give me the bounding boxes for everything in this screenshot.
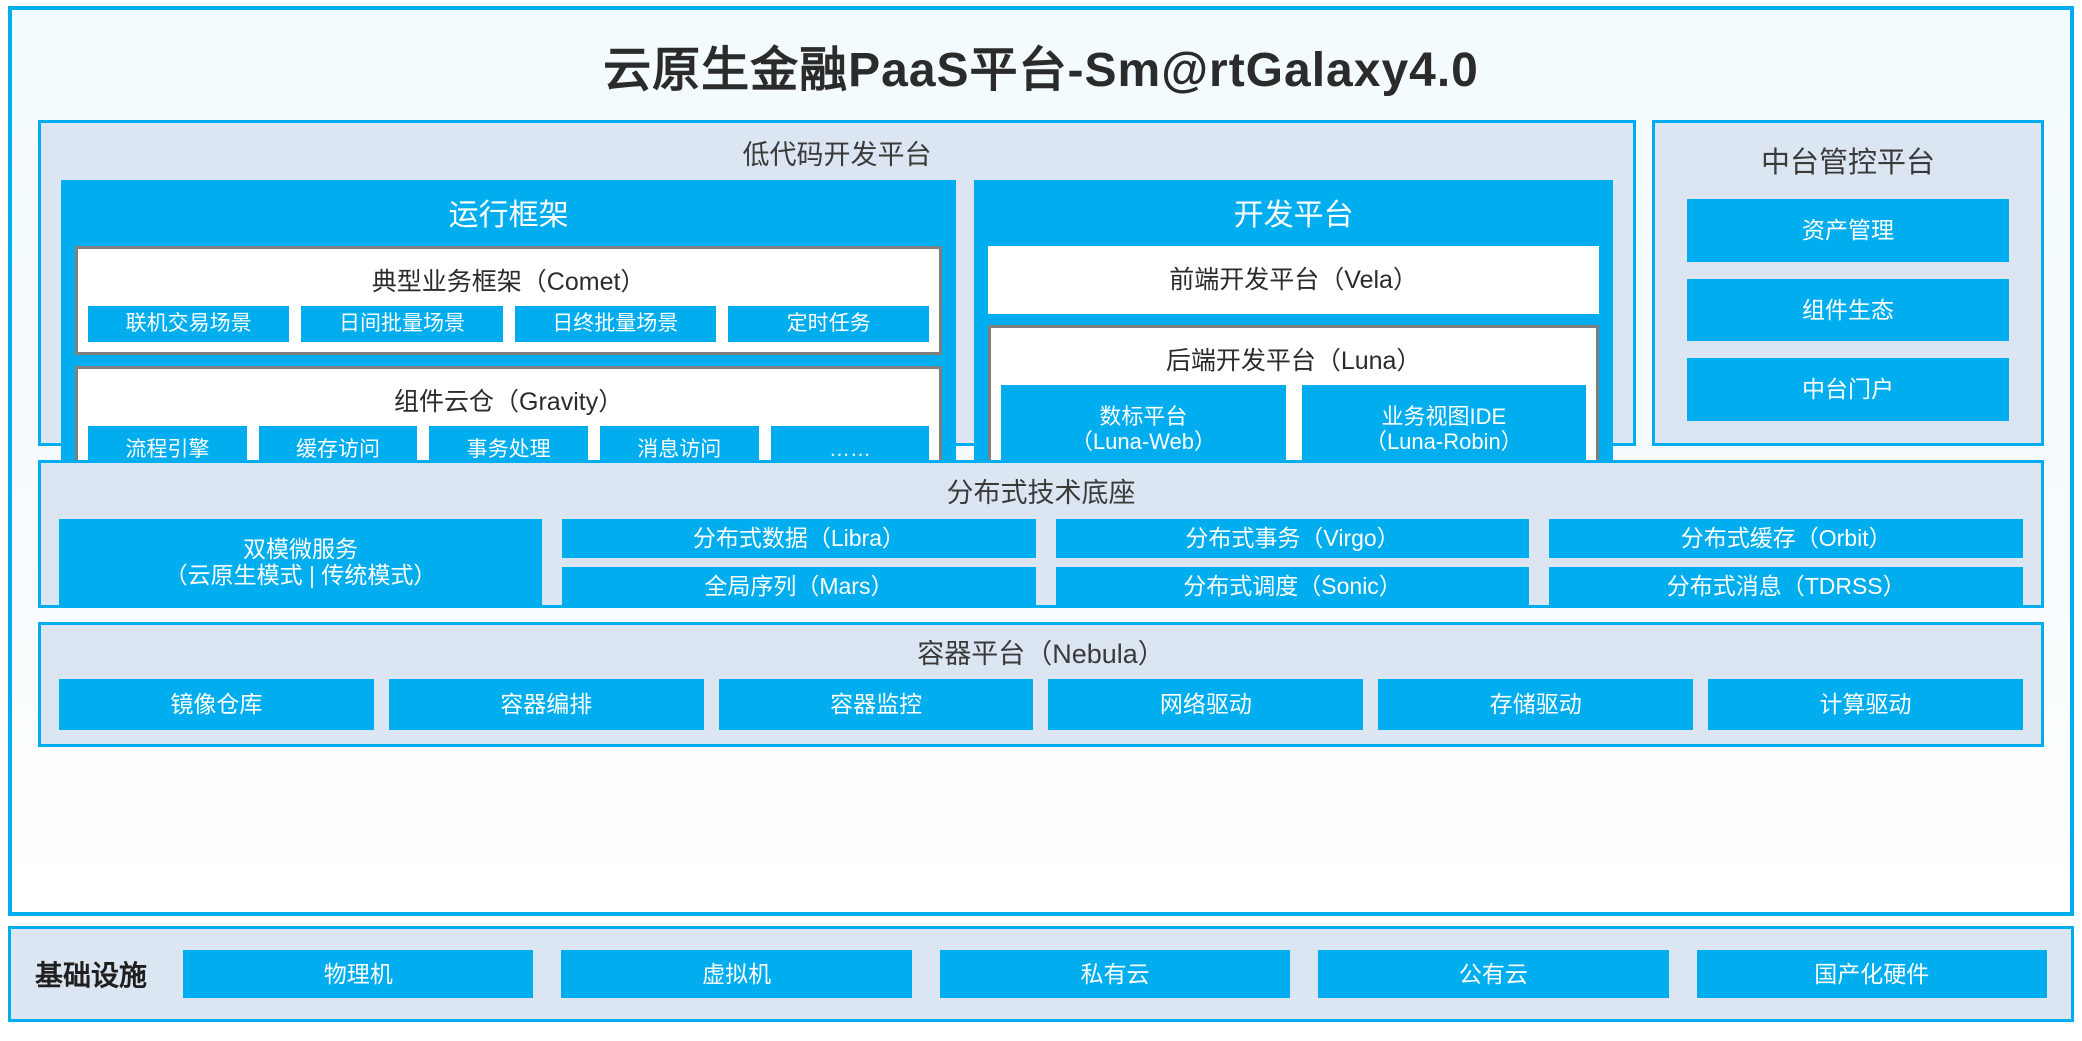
page-title: 云原生金融PaaS平台-Sm@rtGalaxy4.0 xyxy=(603,44,1479,97)
container-item-compute-driver[interactable]: 计算驱动 xyxy=(1708,679,2023,730)
comet-card: 典型业务框架（Comet） 联机交易场景 日间批量场景 日终批量场景 定时任务 xyxy=(75,246,943,356)
infrastructure-label: 基础设施 xyxy=(35,960,148,991)
vela-card[interactable]: 前端开发平台（Vela） xyxy=(988,246,1599,314)
dual-mode-microservice-item[interactable]: 双模微服务 （云原生模式 | 传统模式） xyxy=(59,519,543,606)
console-item-portal[interactable]: 中台门户 xyxy=(1687,358,2009,422)
comet-item[interactable]: 联机交易场景 xyxy=(88,306,290,343)
container-item-registry[interactable]: 镜像仓库 xyxy=(59,679,374,730)
development-platform-title: 开发平台 xyxy=(1233,199,1354,232)
comet-title: 典型业务框架（Comet） xyxy=(371,268,646,296)
infrastructure-item-virtual[interactable]: 虚拟机 xyxy=(561,950,912,998)
container-item-network-driver[interactable]: 网络驱动 xyxy=(1048,679,1364,730)
console-item-component[interactable]: 组件生态 xyxy=(1687,278,2009,342)
comet-items: 联机交易场景 日间批量场景 日终批量场景 定时任务 xyxy=(88,306,930,343)
comet-item[interactable]: 日间批量场景 xyxy=(301,306,503,343)
dual-mode-microservice-wrapper: 双模微服务 （云原生模式 | 传统模式） xyxy=(59,519,543,606)
comet-item[interactable]: 日终批量场景 xyxy=(514,306,716,343)
gravity-title: 组件云仓（Gravity） xyxy=(394,388,624,417)
platform-frame: 云原生金融PaaS平台-Sm@rtGalaxy4.0 低代码开发平台 运行框架 … xyxy=(8,6,2074,916)
infrastructure-section: 基础设施 物理机 虚拟机 私有云 公有云 国产化硬件 xyxy=(8,926,2074,1022)
luna-robin-line1: 业务视图IDE xyxy=(1381,403,1507,429)
luna-web-line2: （Luna-Web） xyxy=(1070,429,1216,455)
infrastructure-items: 物理机 虚拟机 私有云 公有云 国产化硬件 xyxy=(183,950,2047,998)
luna-web-item[interactable]: 数标平台 （Luna-Web） xyxy=(1001,385,1286,474)
luna-robin-item[interactable]: 业务视图IDE （Luna-Robin） xyxy=(1301,385,1586,474)
container-item-storage-driver[interactable]: 存储驱动 xyxy=(1378,679,1694,730)
distributed-base-title: 分布式技术底座 xyxy=(946,478,1136,508)
luna-items: 数标平台 （Luna-Web） 业务视图IDE （Luna-Robin） xyxy=(1001,385,1586,474)
distributed-item-virgo[interactable]: 分布式事务（Virgo） xyxy=(1055,519,1530,558)
comet-item[interactable]: 定时任务 xyxy=(727,306,930,343)
container-item-monitoring[interactable]: 容器监控 xyxy=(718,679,1034,730)
distributed-base-body: 双模微服务 （云原生模式 | 传统模式） 分布式数据（Libra） 全局序列（M… xyxy=(59,519,2023,606)
distributed-base-section: 分布式技术底座 双模微服务 （云原生模式 | 传统模式） 分布式数据（Libra… xyxy=(38,460,2044,608)
console-items: 资产管理 组件生态 中台门户 xyxy=(1687,199,2009,422)
vela-title: 前端开发平台（Vela） xyxy=(1169,266,1418,294)
console-platform-section: 中台管控平台 资产管理 组件生态 中台门户 xyxy=(1652,120,2044,446)
infrastructure-item-public-cloud[interactable]: 公有云 xyxy=(1318,950,1669,998)
luna-web-line1: 数标平台 xyxy=(1099,403,1188,429)
distributed-item-orbit[interactable]: 分布式缓存（Orbit） xyxy=(1549,519,2023,558)
distributed-item-libra[interactable]: 分布式数据（Libra） xyxy=(562,519,1036,558)
distributed-item-sonic[interactable]: 分布式调度（Sonic） xyxy=(1055,566,1530,606)
distributed-column-2: 分布式事务（Virgo） 分布式调度（Sonic） xyxy=(1055,519,1530,606)
dual-mode-line2: （云原生模式 | 传统模式） xyxy=(164,562,437,589)
container-item-orchestration[interactable]: 容器编排 xyxy=(388,679,704,730)
runtime-framework-block: 运行框架 典型业务框架（Comet） 联机交易场景 日间批量场景 日终批量场景 … xyxy=(61,180,957,501)
infrastructure-item-domestic-hardware[interactable]: 国产化硬件 xyxy=(1696,950,2047,998)
upper-row: 低代码开发平台 运行框架 典型业务框架（Comet） 联机交易场景 日间批量场景… xyxy=(38,120,2044,501)
console-platform-title: 中台管控平台 xyxy=(1760,147,1935,179)
distributed-item-mars[interactable]: 全局序列（Mars） xyxy=(562,566,1036,606)
container-platform-items: 镜像仓库 容器编排 容器监控 网络驱动 存储驱动 计算驱动 xyxy=(59,679,2023,730)
distributed-item-tdrss[interactable]: 分布式消息（TDRSS） xyxy=(1549,566,2023,606)
console-item-asset[interactable]: 资产管理 xyxy=(1687,199,2009,262)
dual-mode-line1: 双模微服务 xyxy=(243,535,359,562)
container-platform-section: 容器平台（Nebula） 镜像仓库 容器编排 容器监控 网络驱动 存储驱动 计算… xyxy=(38,622,2044,747)
lowcode-platform-title: 低代码开发平台 xyxy=(742,140,932,170)
lowcode-platform-body: 运行框架 典型业务框架（Comet） 联机交易场景 日间批量场景 日终批量场景 … xyxy=(41,180,1633,501)
infrastructure-item-physical[interactable]: 物理机 xyxy=(183,950,534,998)
distributed-column-3: 分布式缓存（Orbit） 分布式消息（TDRSS） xyxy=(1549,519,2023,606)
luna-title: 后端开发平台（Luna） xyxy=(1165,347,1422,375)
luna-card: 后端开发平台（Luna） 数标平台 （Luna-Web） 业务视图IDE （Lu… xyxy=(988,325,1599,487)
container-platform-title: 容器平台（Nebula） xyxy=(917,639,1165,669)
runtime-framework-title: 运行框架 xyxy=(448,199,569,232)
luna-robin-line2: （Luna-Robin） xyxy=(1364,429,1523,455)
lowcode-platform-section: 低代码开发平台 运行框架 典型业务框架（Comet） 联机交易场景 日间批量场景… xyxy=(38,120,1636,501)
infrastructure-item-private-cloud[interactable]: 私有云 xyxy=(939,950,1291,998)
development-platform-block: 开发平台 前端开发平台（Vela） 后端开发平台（Luna） 数标平台 （Lun… xyxy=(974,180,1613,501)
distributed-column-1: 分布式数据（Libra） 全局序列（Mars） xyxy=(562,519,1036,606)
